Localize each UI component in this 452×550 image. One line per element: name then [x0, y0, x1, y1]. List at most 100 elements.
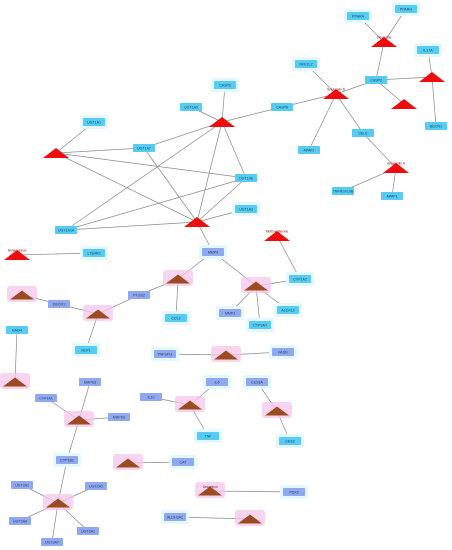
gene-label: IL17A — [423, 48, 433, 52]
gene-node-hadh[interactable]: HADH — [6, 326, 28, 334]
gene-node-ugt1a7[interactable]: UGT1A7 — [133, 144, 155, 152]
gene-node-ces2[interactable]: CES2 — [276, 434, 304, 448]
gene-node-mmp2[interactable]: MMP2 — [216, 306, 244, 320]
gene-label: ALOX12 — [281, 308, 295, 312]
compound-node-c-left[interactable] — [43, 148, 69, 158]
compound-triangle-icon — [198, 486, 222, 496]
gene-node-casp9[interactable]: CASP9 — [211, 78, 239, 92]
gene-node-apaf1b[interactable]: APAF1 — [381, 192, 403, 200]
gene-node-mapk8[interactable]: MAPK8 — [79, 378, 101, 386]
compound-triangle-icon — [209, 117, 235, 127]
gene-node-ugt3a8[interactable]: UGT3A8 — [9, 517, 31, 525]
gene-node-ccl2[interactable]: CCL2 — [162, 311, 190, 325]
gene-node-tnfrsf10b[interactable]: TNFRSF10B — [332, 187, 354, 195]
compound-node-c-tnfsf[interactable] — [211, 346, 241, 362]
gene-label: CAT — [180, 460, 188, 464]
gene-node-apaf1a[interactable]: APAF1 — [298, 146, 320, 154]
gene-label: APAF1 — [386, 194, 397, 198]
compound-node-c-sele[interactable]: Sesamolin A — [383, 162, 409, 174]
compound-node-c-ugt9[interactable] — [209, 117, 235, 127]
gene-label: SELE — [358, 131, 368, 135]
compound-node-c-casp8[interactable]: Sesamolin D — [323, 88, 349, 100]
gene-node-fasn[interactable]: FASN — [269, 345, 297, 359]
edge-ugt1a10-c-center — [65, 221, 198, 231]
gene-node-sele[interactable]: SELE — [352, 129, 374, 137]
gene-node-ugt1a6[interactable]: UGT1A6 — [235, 174, 257, 182]
gene-label: UGT3A1 — [15, 483, 29, 487]
gene-node-mapk9[interactable]: MAPK9 — [108, 413, 130, 421]
gene-node-ugt1a3[interactable]: UGT1A3 — [232, 202, 260, 216]
compound-node-c-mmp9[interactable] — [163, 270, 193, 286]
compound-node-c-small[interactable] — [391, 99, 417, 109]
compound-node-c-cat[interactable] — [113, 454, 143, 470]
gene-node-ltb4r2[interactable]: LTB4R2 — [80, 246, 108, 260]
gene-box — [202, 248, 224, 256]
compound-triangle-icon — [43, 148, 69, 158]
gene-label: TNFRSF10B — [333, 189, 354, 193]
gene-node-aldh3a1[interactable]: ALDH3A1 — [161, 510, 189, 524]
edge-c-casp8-sele — [335, 93, 364, 134]
gene-label: PTGS2 — [133, 293, 145, 297]
compound-node-c-lt[interactable]: Nonacosanol — [4, 249, 30, 261]
edge-c-top-casp3 — [375, 41, 385, 81]
gene-node-il6[interactable]: IL6 — [203, 375, 231, 389]
gene-node-ces2a[interactable]: CES2A — [243, 375, 271, 389]
edge-c-left-ugt1a6 — [55, 152, 247, 179]
gene-node-decr1[interactable]: DECR1 — [48, 300, 70, 308]
gene-node-tnf[interactable]: TNF — [194, 429, 222, 443]
gene-box — [56, 456, 78, 464]
gene-node-tnfsf11[interactable]: TNFSF11 — [151, 347, 179, 361]
gene-node-ppara[interactable]: PPARA — [344, 9, 372, 23]
gene-node-casp8[interactable]: CASP8 — [271, 103, 293, 111]
gene-node-cyp1b1[interactable]: CYP1B1 — [53, 453, 81, 467]
compound-node-c-pdx[interactable]: Sesaminol — [195, 482, 225, 498]
edge-c-il17-becn1 — [431, 76, 437, 127]
gene-node-pdx3[interactable]: PDX3 — [280, 485, 308, 499]
gene-node-cat[interactable]: CAT — [169, 455, 197, 469]
gene-label: CES2A — [251, 380, 263, 384]
compound-node-c-il[interactable] — [175, 396, 205, 412]
gene-box — [395, 5, 417, 13]
gene-node-ugt1a1[interactable]: UGT1A1 — [80, 115, 108, 129]
compound-label: Methoxyflavone — [266, 230, 289, 234]
gene-node-alox12[interactable]: ALOX12 — [274, 303, 302, 317]
gene-node-mmp9[interactable]: MMP9 — [199, 245, 227, 259]
gene-node-casp3[interactable]: CASP3 — [365, 76, 387, 84]
compound-label: Stevioside — [377, 36, 392, 40]
compound-node-c-center[interactable] — [184, 217, 210, 227]
gene-node-ugt3a7[interactable]: UGT3A7 — [41, 538, 63, 546]
compound-triangle-icon — [86, 309, 110, 319]
compound-node-c-decr[interactable] — [7, 286, 37, 302]
gene-node-nfe2l2[interactable]: NFE2L2 — [292, 57, 320, 71]
compound-node-c-ces[interactable] — [262, 402, 292, 418]
gene-node-ugt1a9[interactable]: UGT1A9 — [180, 103, 202, 111]
gene-node-ugt2a3[interactable]: UGT2A3 — [85, 482, 107, 490]
gene-node-cyp1a2[interactable]: CYP1A2 — [286, 272, 314, 286]
compound-node-c-mapk[interactable] — [64, 411, 94, 427]
gene-label: UGT2A3 — [89, 484, 103, 488]
compound-node-c-ptgs2[interactable] — [83, 305, 113, 321]
gene-node-becn1[interactable]: BECN1 — [425, 122, 447, 130]
compound-node-c-hadh[interactable] — [0, 373, 30, 389]
gene-node-ugt1a10[interactable]: UGT1A10 — [55, 226, 77, 234]
gene-node-il10[interactable]: IL10 — [140, 393, 162, 401]
gene-node-ncf1[interactable]: NCF1 — [72, 343, 100, 357]
gene-label: CASP8 — [276, 105, 288, 109]
compound-node-c-top[interactable]: Stevioside — [371, 36, 397, 48]
compound-node-c-il17[interactable] — [419, 72, 445, 82]
edge-ugt1a7-c-ugt9 — [143, 121, 223, 149]
gene-node-cyp1a1[interactable]: CYP1A1 — [35, 394, 57, 402]
compound-node-c-meth[interactable]: Methoxyflavone — [264, 230, 290, 242]
gene-node-pparg[interactable]: PPARG — [392, 2, 420, 16]
compound-node-c-aldh[interactable] — [235, 510, 265, 526]
gene-label: TNFSF11 — [157, 352, 172, 356]
gene-node-ptgs2[interactable]: PTGS2 — [128, 291, 150, 299]
compound-node-c-cyp1a2[interactable] — [241, 277, 271, 293]
gene-label: PPARA — [352, 14, 365, 18]
gene-node-ugt3a2[interactable]: UGT3A2 — [77, 527, 99, 535]
gene-node-cyp3a4[interactable]: CYP3A4 — [246, 318, 274, 332]
gene-node-ugt3a1[interactable]: UGT3A1 — [11, 481, 33, 489]
compound-node-c-ugt[interactable] — [43, 494, 73, 510]
gene-node-il17a[interactable]: IL17A — [414, 43, 442, 57]
gene-box — [214, 81, 236, 89]
